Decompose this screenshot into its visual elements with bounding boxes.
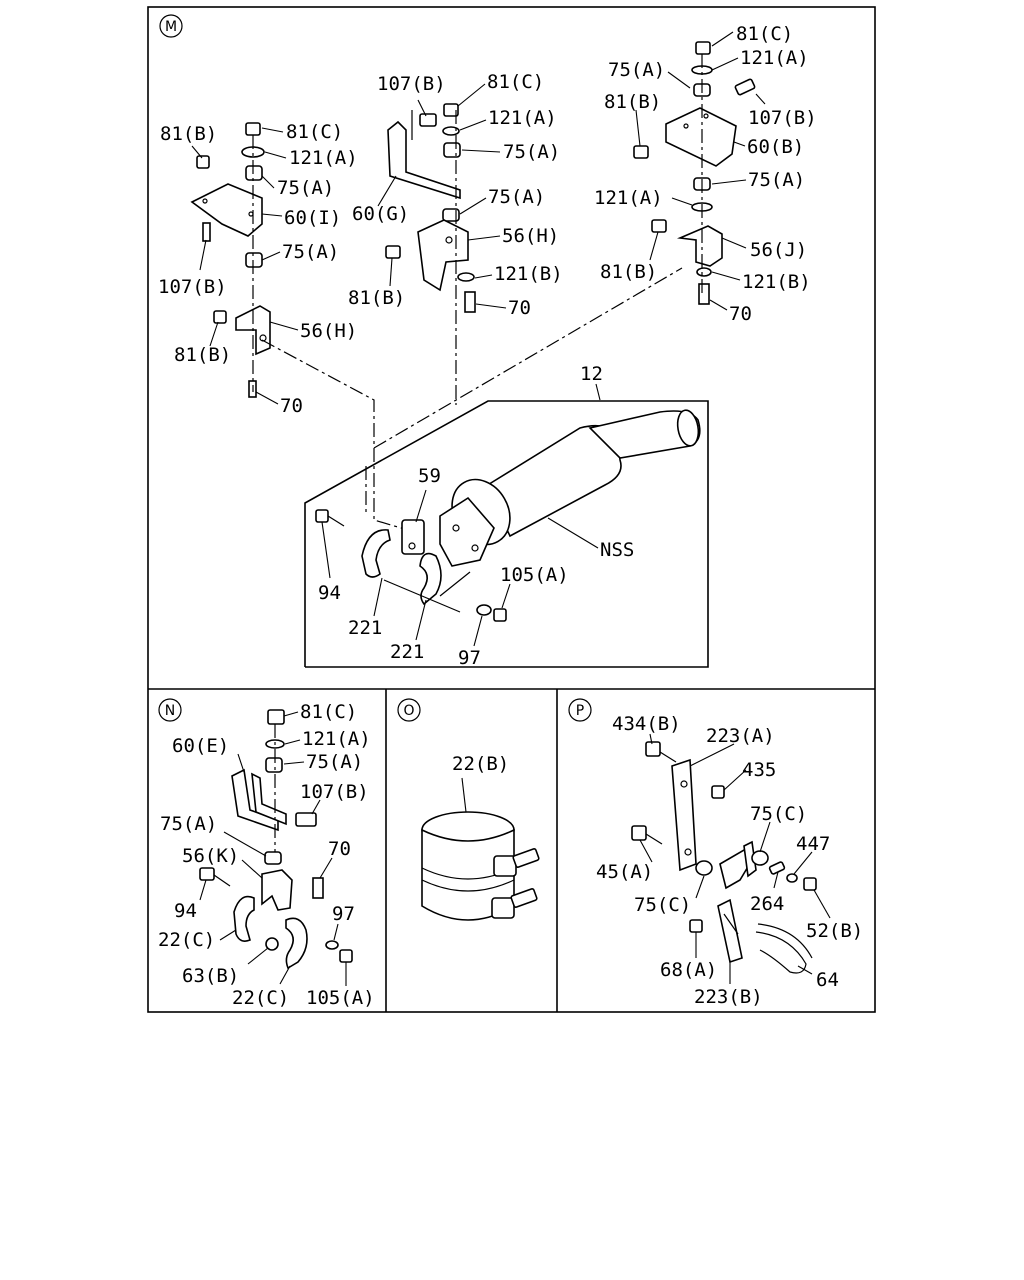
label-p-68a: 68(A) — [660, 959, 717, 981]
section-o-drawing — [421, 777, 540, 921]
label-n-107b: 107(B) — [300, 781, 369, 803]
label-70-mid: 70 — [508, 297, 531, 319]
label-81b-right: 81(B) — [604, 91, 661, 113]
left-hanger-assembly — [190, 122, 271, 398]
label-p-223b: 223(B) — [694, 986, 763, 1008]
label-p-75c-top: 75(C) — [750, 803, 807, 825]
label-81b-left-low: 81(B) — [174, 344, 231, 366]
label-97: 97 — [458, 647, 481, 669]
label-56j: 56(J) — [750, 239, 807, 261]
section-m-drawing — [190, 31, 766, 668]
label-221-a: 221 — [348, 617, 382, 639]
label-p-435: 435 — [742, 759, 776, 781]
label-75a-left: 75(A) — [277, 177, 334, 199]
label-o-22b: 22(B) — [452, 753, 509, 775]
label-p-447: 447 — [796, 833, 830, 855]
label-n-22c-a: 22(C) — [158, 929, 215, 951]
label-n-70: 70 — [328, 838, 351, 860]
label-105a: 105(A) — [500, 564, 569, 586]
label-n-63b: 63(B) — [182, 965, 239, 987]
label-75a-mid: 75(A) — [503, 141, 560, 163]
section-n-drawing — [199, 709, 353, 986]
label-p-223a: 223(A) — [706, 725, 775, 747]
label-107b-left: 107(B) — [158, 276, 227, 298]
label-n-60e: 60(E) — [172, 735, 229, 757]
label-81c-mid: 81(C) — [487, 71, 544, 93]
middle-hanger-assembly — [385, 103, 476, 405]
label-81b-right-low: 81(B) — [600, 261, 657, 283]
label-121b-mid: 121(B) — [494, 263, 563, 285]
label-94: 94 — [318, 582, 341, 604]
label-81b-left: 81(B) — [160, 123, 217, 145]
label-n-75a-top: 75(A) — [306, 751, 363, 773]
label-107b-right: 107(B) — [748, 107, 817, 129]
label-70-left: 70 — [280, 395, 303, 417]
label-121a-left: 121(A) — [289, 147, 358, 169]
label-81b-mid: 81(B) — [348, 287, 405, 309]
label-60b: 60(B) — [747, 136, 804, 158]
label-n-81c: 81(C) — [300, 701, 357, 723]
muffler-box — [304, 400, 709, 668]
label-p-52b: 52(B) — [806, 920, 863, 942]
label-60g: 60(G) — [352, 203, 409, 225]
label-nss: NSS — [600, 539, 634, 561]
label-81c-left: 81(C) — [286, 121, 343, 143]
svg-text:M: M — [165, 19, 177, 35]
section-n-leaders — [199, 711, 347, 986]
label-75a-left-low: 75(A) — [282, 241, 339, 263]
label-n-97: 97 — [332, 903, 355, 925]
label-121b-right: 121(B) — [742, 271, 811, 293]
label-p-434b: 434(B) — [612, 713, 681, 735]
label-60i: 60(I) — [284, 207, 341, 229]
label-107b-mid: 107(B) — [377, 73, 446, 95]
label-n-22c-b: 22(C) — [232, 987, 289, 1009]
label-75a-right-low: 75(A) — [748, 169, 805, 191]
label-121a-right: 121(A) — [740, 47, 809, 69]
label-221-b: 221 — [390, 641, 424, 663]
label-75a-right-top: 75(A) — [608, 59, 665, 81]
svg-text:P: P — [576, 703, 584, 719]
part-labels: 81(C) 121(A) 75(A) 81(B) 107(B) 60(B) 75… — [158, 23, 863, 1009]
label-56h-mid: 56(H) — [502, 225, 559, 247]
hanger-to-muffler-leaders — [261, 267, 683, 531]
label-121a-right-low: 121(A) — [594, 187, 663, 209]
label-75a-mid-low: 75(A) — [488, 186, 545, 208]
label-n-94: 94 — [174, 900, 197, 922]
right-hanger-assembly — [633, 41, 756, 305]
label-n-121a: 121(A) — [302, 728, 371, 750]
label-n-75a: 75(A) — [160, 813, 217, 835]
label-56h-left: 56(H) — [300, 320, 357, 342]
label-59: 59 — [418, 465, 441, 487]
section-p-leaders — [639, 733, 831, 984]
label-p-64: 64 — [816, 969, 839, 991]
label-121a-mid: 121(A) — [488, 107, 557, 129]
label-n-105a: 105(A) — [306, 987, 375, 1009]
section-m-leaders — [191, 31, 766, 647]
section-marker-n: N — [158, 698, 182, 722]
label-p-45a: 45(A) — [596, 861, 653, 883]
svg-text:N: N — [165, 703, 175, 719]
section-marker-p: P — [568, 698, 592, 722]
section-marker-m: M — [159, 14, 183, 38]
label-p-264: 264 — [750, 893, 784, 915]
svg-text:O: O — [403, 703, 414, 719]
label-12: 12 — [580, 363, 603, 385]
section-marker-o: O — [397, 698, 421, 722]
section-p-drawing — [631, 733, 831, 984]
label-81c-right: 81(C) — [736, 23, 793, 45]
label-n-56k: 56(K) — [182, 845, 239, 867]
diagram-frames — [147, 6, 876, 1013]
label-p-75c: 75(C) — [634, 894, 691, 916]
label-70-right: 70 — [729, 303, 752, 325]
